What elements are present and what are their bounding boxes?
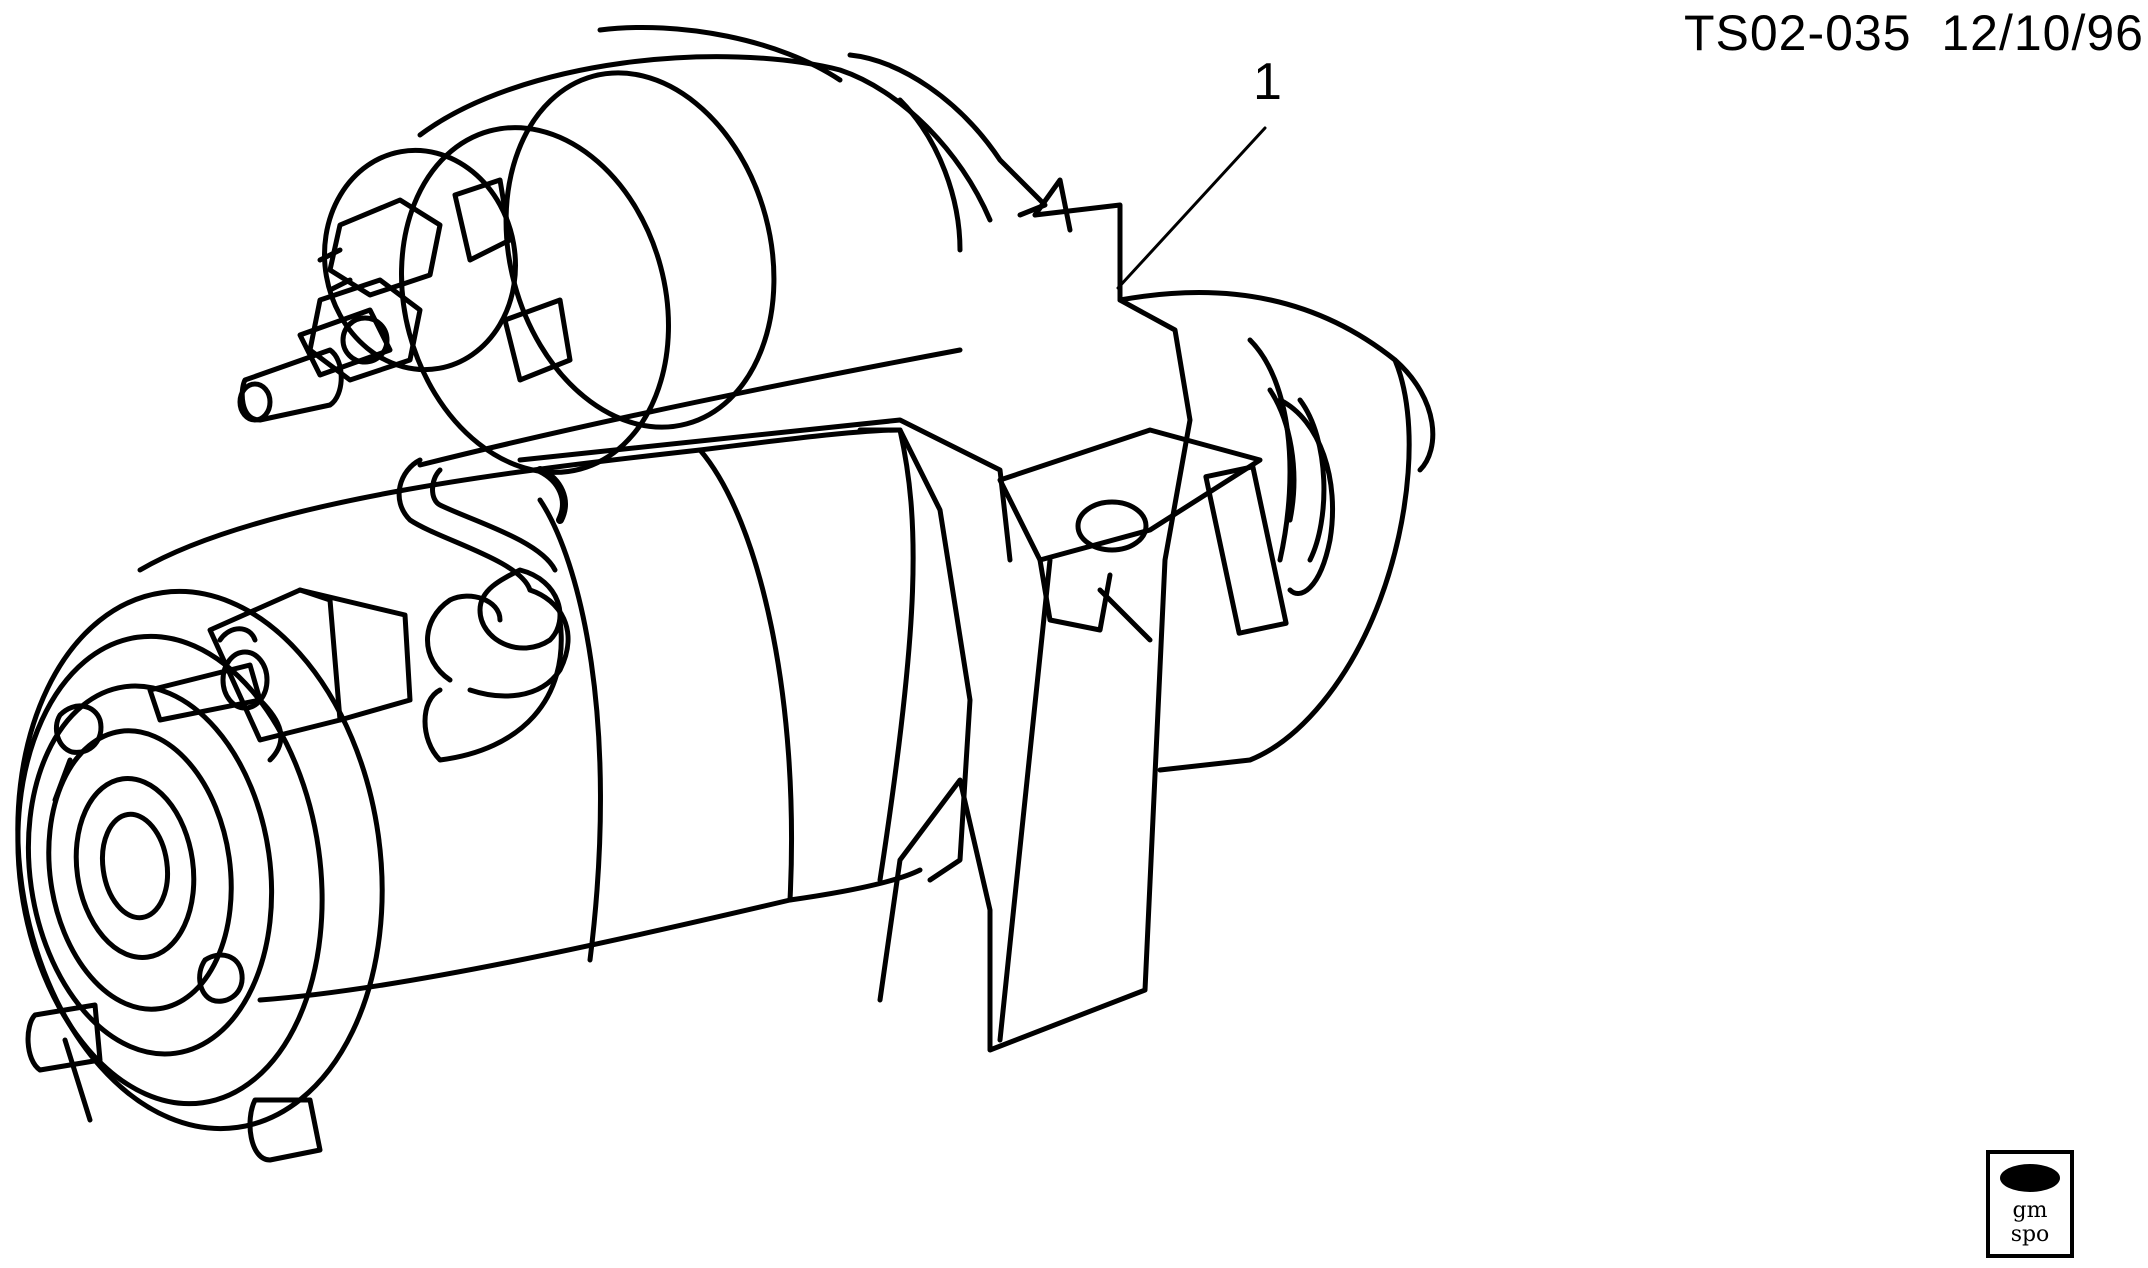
field-wire (396, 457, 571, 763)
mounting-hole (1075, 499, 1149, 553)
gm-spo-logo: gm spo (1986, 1150, 2074, 1258)
callout-number: 1 (1253, 53, 1282, 111)
callout-leader-line (1116, 126, 1267, 290)
logo-oval (2000, 1164, 2060, 1192)
drive-housing (1117, 290, 1436, 773)
mounting-bracket (877, 202, 1263, 1053)
solenoid (237, 24, 1048, 475)
diagram-date: 12/10/96 (1941, 5, 2144, 61)
logo-line-spo: spo (2010, 1222, 2050, 1247)
solenoid-terminal (237, 147, 573, 423)
diagram-id: TS02-035 (1683, 5, 1912, 61)
end-frame (15, 588, 385, 1163)
diagram-reference: TS02-035 12/10/96 (1684, 4, 2144, 62)
logo-line-gm: gm (2012, 1198, 2048, 1223)
through-bolts (1032, 177, 1297, 523)
